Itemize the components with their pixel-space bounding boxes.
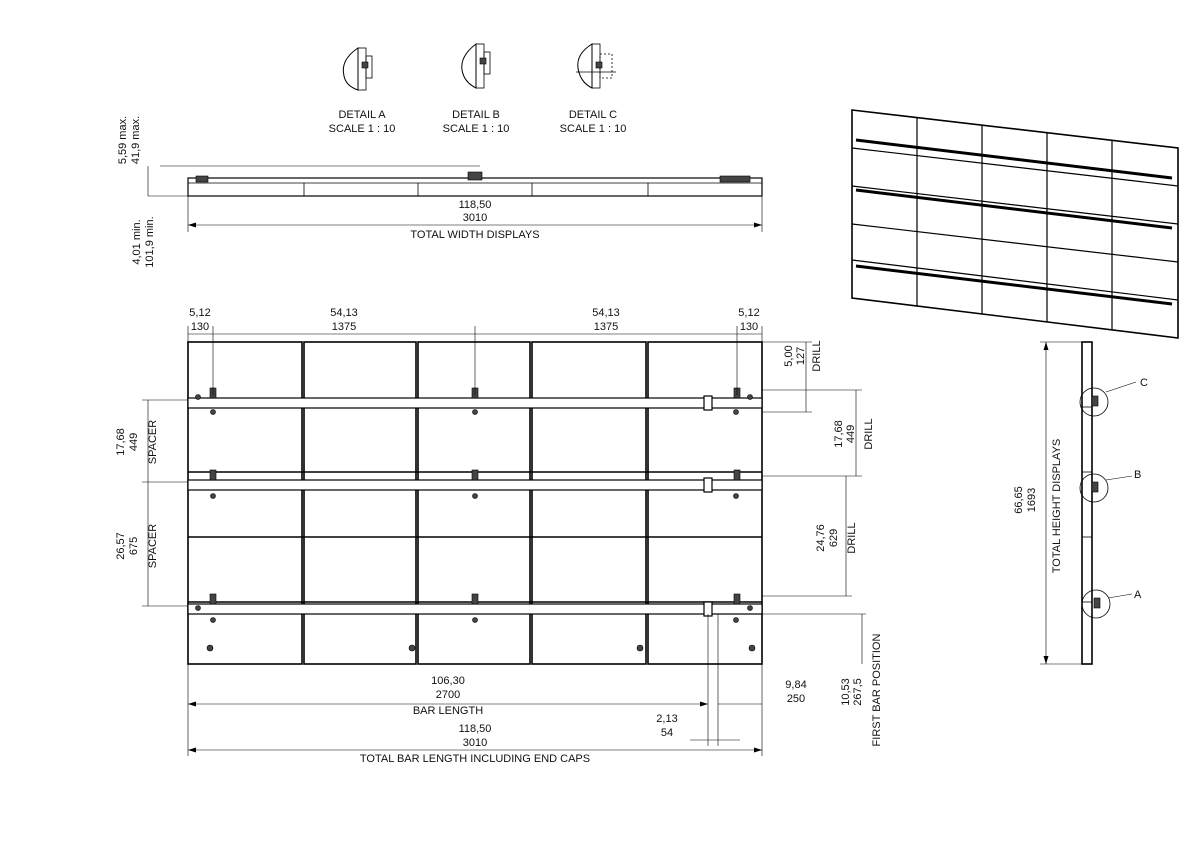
col3-in: 54,13 — [592, 307, 620, 319]
top-min-in: 4,01 min. — [131, 219, 143, 264]
front-view: 5,12 130 54,13 1375 54,13 1375 5,12 130 … — [115, 307, 883, 765]
col2-mm: 1375 — [332, 321, 356, 333]
col4-in: 5,12 — [738, 307, 759, 319]
drill-dimensions: 5,00 127 DRILL 17,68 449 DRILL 24,76 629… — [762, 340, 875, 597]
callout-b: B — [1134, 469, 1141, 481]
top-width-in: 118,50 — [459, 199, 492, 211]
cap-in: 2,13 — [656, 713, 677, 725]
height-in: 66,65 — [1013, 486, 1025, 514]
col1-in: 5,12 — [189, 307, 210, 319]
first-in: 10,53 — [840, 678, 852, 706]
top-max-mm: 41,9 max. — [130, 116, 142, 164]
callout-c: C — [1140, 377, 1148, 389]
spacer2-label: SPACER — [147, 524, 159, 568]
top-min-mm: 101,9 min. — [144, 216, 156, 267]
detail-c: DETAIL C SCALE 1 : 10 — [560, 43, 627, 135]
total-in: 118,50 — [459, 723, 492, 735]
detail-b: DETAIL B SCALE 1 : 10 — [443, 42, 510, 135]
top-max-in: 5,59 max. — [117, 116, 129, 164]
height-mm: 1693 — [1026, 488, 1038, 512]
bottom-dimensions: 106,30 2700 BAR LENGTH 2,13 54 9,84 250 … — [187, 613, 883, 765]
spacer1-label: SPACER — [147, 420, 159, 464]
detail-c-scale: SCALE 1 : 10 — [560, 123, 627, 135]
detail-a-scale: SCALE 1 : 10 — [329, 123, 396, 135]
drill3-label: DRILL — [846, 522, 858, 553]
col1-mm: 130 — [191, 321, 209, 333]
drill1-label: DRILL — [811, 340, 823, 371]
bar-mm: 2700 — [436, 689, 460, 701]
spacer2-mm: 675 — [128, 537, 140, 555]
bar-in: 106,30 — [431, 675, 465, 687]
total-mm: 3010 — [463, 737, 487, 749]
first-label: FIRST BAR POSITION — [871, 634, 883, 747]
side-view: C B A 66,65 1693 TOTAL HEIGHT DISPLAYS — [1013, 341, 1148, 665]
drill2-label: DRILL — [863, 418, 875, 449]
isometric-view — [851, 109, 1179, 339]
col2-in: 54,13 — [330, 307, 358, 319]
offset-in: 9,84 — [785, 679, 806, 691]
col4-mm: 130 — [740, 321, 758, 333]
total-label: TOTAL BAR LENGTH INCLUDING END CAPS — [360, 753, 590, 765]
height-label: TOTAL HEIGHT DISPLAYS — [1051, 439, 1063, 573]
detail-b-scale: SCALE 1 : 10 — [443, 123, 510, 135]
drill3-in: 24,76 — [815, 524, 827, 552]
col3-mm: 1375 — [594, 321, 618, 333]
detail-c-title: DETAIL C — [569, 109, 617, 121]
spacer1-mm: 449 — [128, 433, 140, 451]
spacer1-in: 17,68 — [115, 428, 127, 456]
bar-label: BAR LENGTH — [413, 705, 483, 717]
offset-mm: 250 — [787, 693, 805, 705]
spacer-dimensions: 17,68 449 SPACER 26,57 675 SPACER — [115, 399, 188, 607]
top-view: 5,59 max. 41,9 max. 4,01 min. 101,9 min.… — [117, 116, 763, 268]
callout-a: A — [1134, 589, 1142, 601]
drill2-mm: 449 — [845, 425, 857, 443]
drill3-mm: 629 — [828, 529, 840, 547]
first-mm: 267,5 — [852, 678, 864, 706]
cap-mm: 54 — [661, 727, 673, 739]
detail-a: DETAIL A SCALE 1 : 10 — [329, 47, 396, 135]
top-width-label: TOTAL WIDTH DISPLAYS — [410, 229, 539, 241]
detail-b-title: DETAIL B — [452, 109, 500, 121]
spacer2-in: 26,57 — [115, 532, 127, 560]
detail-a-title: DETAIL A — [338, 109, 386, 121]
drill1-in: 5,00 — [783, 345, 795, 366]
top-width-mm: 3010 — [463, 212, 487, 224]
drill2-in: 17,68 — [833, 420, 845, 448]
drill1-mm: 127 — [795, 347, 807, 365]
column-dimensions: 5,12 130 54,13 1375 54,13 1375 5,12 130 — [187, 307, 763, 395]
